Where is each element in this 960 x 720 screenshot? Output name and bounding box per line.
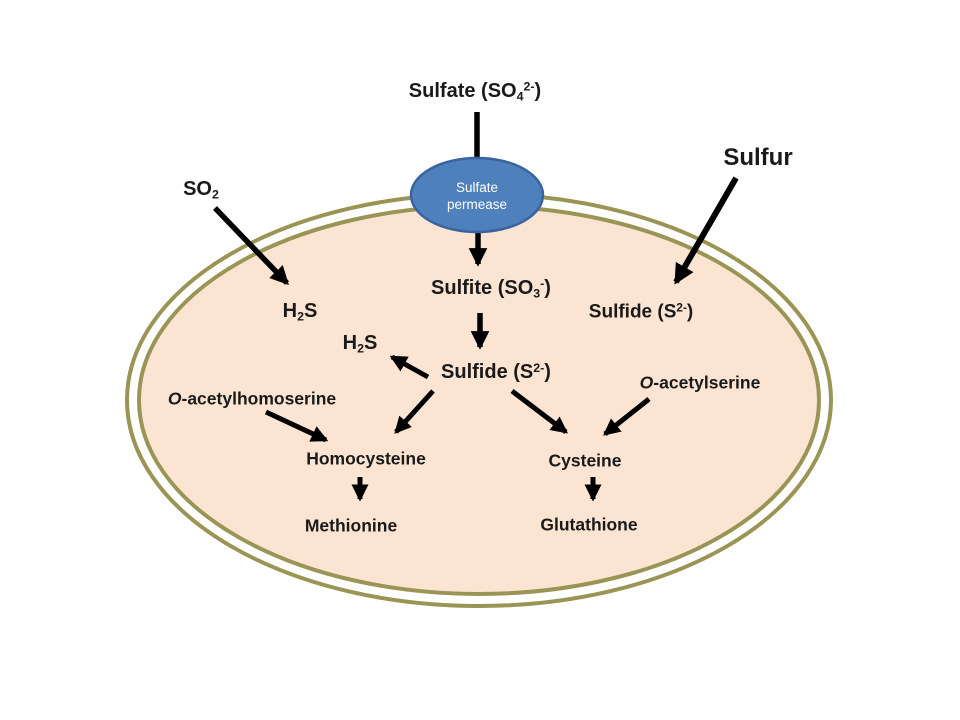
label-homocysteine: Homocysteine (306, 448, 426, 469)
label-o-acetylhomoserine: O-acetylhomoserine (167, 388, 337, 409)
label-o-acetylserine: O-acetylserine (639, 372, 761, 393)
label-so2: SO2 (183, 177, 219, 202)
arrow-oacetylhomoserine-to-homocysteine (264, 409, 329, 443)
label-cysteine: Cysteine (548, 450, 622, 471)
label-h2s-mid: H2S (342, 331, 378, 356)
arrow-sulfide-to-homocysteine (394, 389, 435, 434)
label-glutathione: Glutathione (540, 514, 638, 535)
label-sulfate-permease: Sulfate permease (446, 180, 508, 212)
label-h2s-left: H2S (282, 299, 318, 324)
label-sulfide-right: Sulfide (S2-) (588, 301, 694, 323)
arrow-oacetylserine-to-cysteine (603, 397, 651, 436)
arrow-so2-to-h2s (213, 206, 289, 286)
label-sulfite: Sulfite (SO3-) (431, 276, 551, 301)
arrow-sulfur-to-sulfide (673, 176, 739, 285)
arrow-sulfide-to-h2s (389, 354, 430, 380)
label-sulfate-external: Sulfate (SO42-) (408, 79, 542, 104)
label-sulfur: Sulfur (723, 143, 793, 171)
label-sulfide-center: Sulfide (S2-) (441, 360, 551, 383)
label-methionine: Methionine (304, 515, 398, 536)
sulfate-permease-shape (409, 156, 545, 234)
arrow-sulfide-to-cysteine (510, 389, 569, 434)
